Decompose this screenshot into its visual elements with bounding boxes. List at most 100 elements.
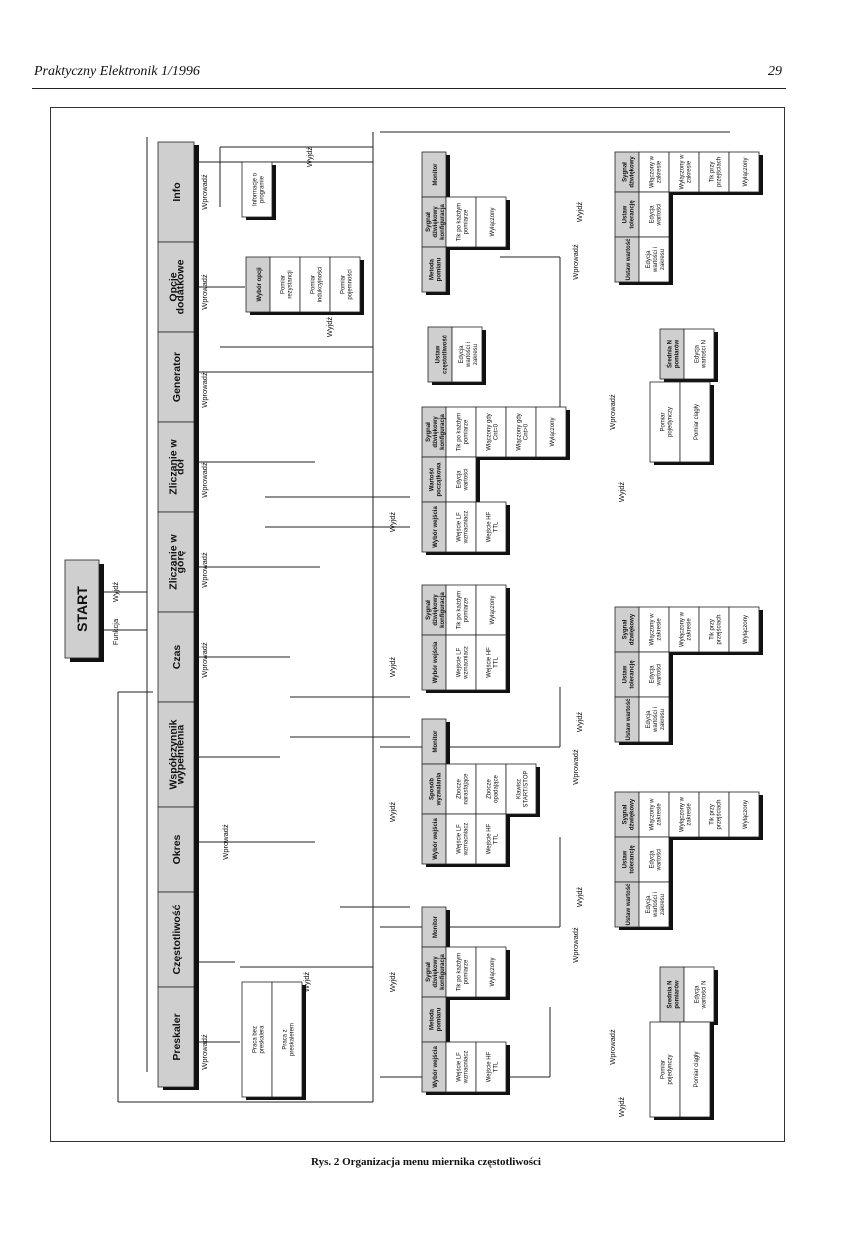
block-header-label: Ustawtolerancję <box>623 200 636 229</box>
block-option[interactable] <box>698 606 730 653</box>
block-option-label: Wyłączony <box>490 208 496 237</box>
block-option[interactable] <box>638 606 670 653</box>
block-option[interactable] <box>445 763 477 815</box>
block-header[interactable] <box>421 946 447 998</box>
main-menu-item[interactable] <box>157 891 195 988</box>
block-option[interactable] <box>728 151 760 193</box>
block-option[interactable] <box>668 606 700 653</box>
block-header-label: Sygnałdźwiękowykonfiguracja <box>426 592 446 628</box>
block-header-label: Sposóbwyzwalania <box>430 772 443 806</box>
block-option[interactable] <box>475 1041 507 1093</box>
block-option[interactable] <box>638 836 670 883</box>
block-option[interactable] <box>679 381 711 463</box>
block-option[interactable] <box>475 406 507 458</box>
block-option[interactable] <box>475 584 507 636</box>
block-header[interactable] <box>421 246 447 293</box>
block-option[interactable] <box>475 634 507 691</box>
block-option[interactable] <box>451 326 483 383</box>
block-option[interactable] <box>638 651 670 698</box>
block-option[interactable] <box>475 813 507 865</box>
block-option[interactable] <box>649 1021 681 1118</box>
block-option[interactable] <box>679 1021 711 1118</box>
block-option-label: Wejście HFTTL <box>487 1051 500 1082</box>
block-option[interactable] <box>445 813 477 865</box>
block-option[interactable] <box>329 256 361 313</box>
main-menu-item[interactable] <box>157 331 195 423</box>
block-header[interactable] <box>614 236 640 283</box>
block-option[interactable] <box>475 946 507 998</box>
block-option[interactable] <box>683 328 715 380</box>
block-option[interactable] <box>668 151 700 193</box>
block-option[interactable] <box>445 1041 477 1093</box>
block-header[interactable] <box>421 813 447 865</box>
block-header[interactable] <box>614 696 640 743</box>
block-header[interactable] <box>421 196 447 248</box>
block-option[interactable] <box>728 791 760 838</box>
block-header[interactable] <box>421 718 447 765</box>
block-option[interactable] <box>505 763 537 815</box>
main-menu-item[interactable] <box>157 806 195 893</box>
main-menu-item[interactable] <box>157 701 195 808</box>
block-header[interactable] <box>421 634 447 691</box>
block-option-label: KlawiszSTART/STOP <box>517 770 530 807</box>
block-option-label: Praca bezpreskalera <box>253 1025 266 1054</box>
block-option[interactable] <box>475 196 507 248</box>
block-option[interactable] <box>638 696 670 743</box>
block-option[interactable] <box>271 981 303 1098</box>
main-menu-item[interactable] <box>157 241 195 333</box>
main-menu-item[interactable] <box>157 421 195 513</box>
block-header[interactable] <box>614 606 640 653</box>
block-option[interactable] <box>683 966 715 1023</box>
block-option[interactable] <box>638 791 670 838</box>
info-block: Informacje oprogramie <box>241 161 276 220</box>
block-header[interactable] <box>659 328 685 380</box>
block-header-label: Ustaw wartość <box>626 698 632 741</box>
block-option[interactable] <box>445 946 477 998</box>
block-header[interactable] <box>614 881 640 928</box>
menu-diagram: START Funkcja Wyjdź InfoOpcjedodatkoweGe… <box>64 131 763 1120</box>
block-option[interactable] <box>728 606 760 653</box>
block-option-label: Edycjawartości <box>650 663 663 686</box>
block-option[interactable] <box>638 191 670 238</box>
block-option[interactable] <box>445 501 477 553</box>
block-option[interactable] <box>241 161 273 218</box>
block-header[interactable] <box>421 151 447 198</box>
block-option-label: Włączony wzakresie <box>650 155 663 188</box>
block-option[interactable] <box>505 406 537 458</box>
main-menu-item[interactable] <box>157 141 195 243</box>
main-menu-item[interactable] <box>157 511 195 613</box>
main-menu-label: Preskaler <box>171 1013 183 1060</box>
block-header-label: Wybór wejścia <box>433 1046 439 1088</box>
block-option[interactable] <box>638 236 670 283</box>
start-wyjdz-label: Wyjdź <box>111 582 120 603</box>
block-header[interactable] <box>614 836 640 883</box>
block-header[interactable] <box>614 191 640 238</box>
main-menu-item[interactable] <box>157 986 195 1088</box>
block-option[interactable] <box>445 196 477 248</box>
block-header[interactable] <box>421 406 447 458</box>
block-header-label: Wybór opcji <box>257 267 263 302</box>
main-menu-label: Info <box>171 182 183 201</box>
block-option-label: Edycjawartości N <box>695 340 708 369</box>
block-option[interactable] <box>638 151 670 193</box>
block-header[interactable] <box>614 151 640 193</box>
block-header[interactable] <box>421 996 447 1043</box>
block-option[interactable] <box>638 881 670 928</box>
block-option-label: Wejście LFwzmacniacz <box>457 646 470 680</box>
block-option[interactable] <box>445 406 477 458</box>
block-header[interactable] <box>614 791 640 838</box>
block-option[interactable] <box>698 151 730 193</box>
block-option[interactable] <box>475 501 507 553</box>
block-header[interactable] <box>427 326 453 383</box>
block-option-label: Wejście HFTTL <box>487 823 500 854</box>
block-option[interactable] <box>299 256 331 313</box>
block-option[interactable] <box>649 381 681 463</box>
block-option[interactable] <box>535 406 567 458</box>
main-menu-item[interactable] <box>157 611 195 703</box>
block-option[interactable] <box>445 584 477 636</box>
block-header[interactable] <box>421 906 447 948</box>
wyjdz-label: Wyjdź <box>575 712 584 733</box>
